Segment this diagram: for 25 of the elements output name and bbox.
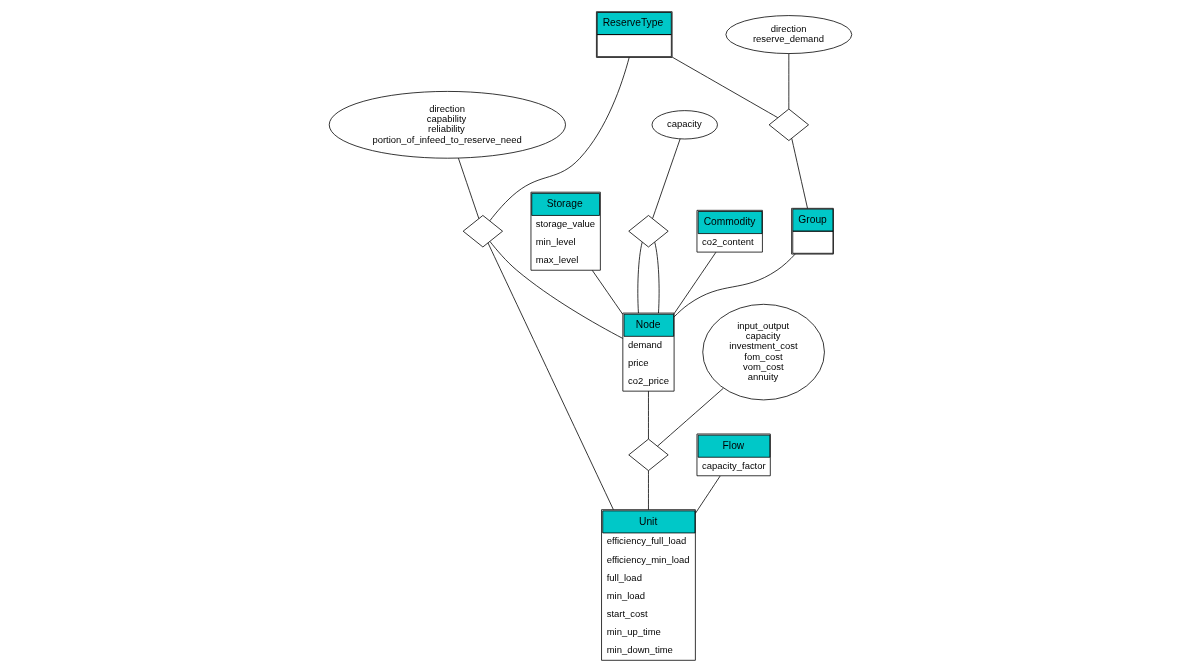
node-diamond <box>628 438 669 472</box>
node-diamond <box>628 215 669 248</box>
node-ellipse: input_output capacity investment_cost fom_cost vom_cost annuity <box>702 303 825 401</box>
connector <box>648 470 649 511</box>
connector <box>637 241 643 314</box>
node-ellipse: capacity <box>651 110 718 140</box>
connector <box>673 253 796 318</box>
connector <box>791 138 808 209</box>
connector <box>695 475 721 514</box>
connector <box>652 138 681 219</box>
connector <box>487 242 614 510</box>
node-diamond <box>462 215 503 248</box>
connector <box>489 241 624 339</box>
connector <box>657 387 724 447</box>
node-diamond <box>768 108 809 141</box>
connector <box>671 56 779 119</box>
connector <box>788 53 790 110</box>
node-ellipse: direction capability reliability portion_of_infeed_to_reserve_need <box>328 91 566 159</box>
node-ellipse: direction reserve_demand <box>725 15 853 54</box>
connector <box>673 251 717 314</box>
connector <box>489 57 630 222</box>
connector <box>591 270 624 315</box>
connector <box>654 241 660 314</box>
connector <box>458 157 480 219</box>
connector <box>648 390 649 440</box>
